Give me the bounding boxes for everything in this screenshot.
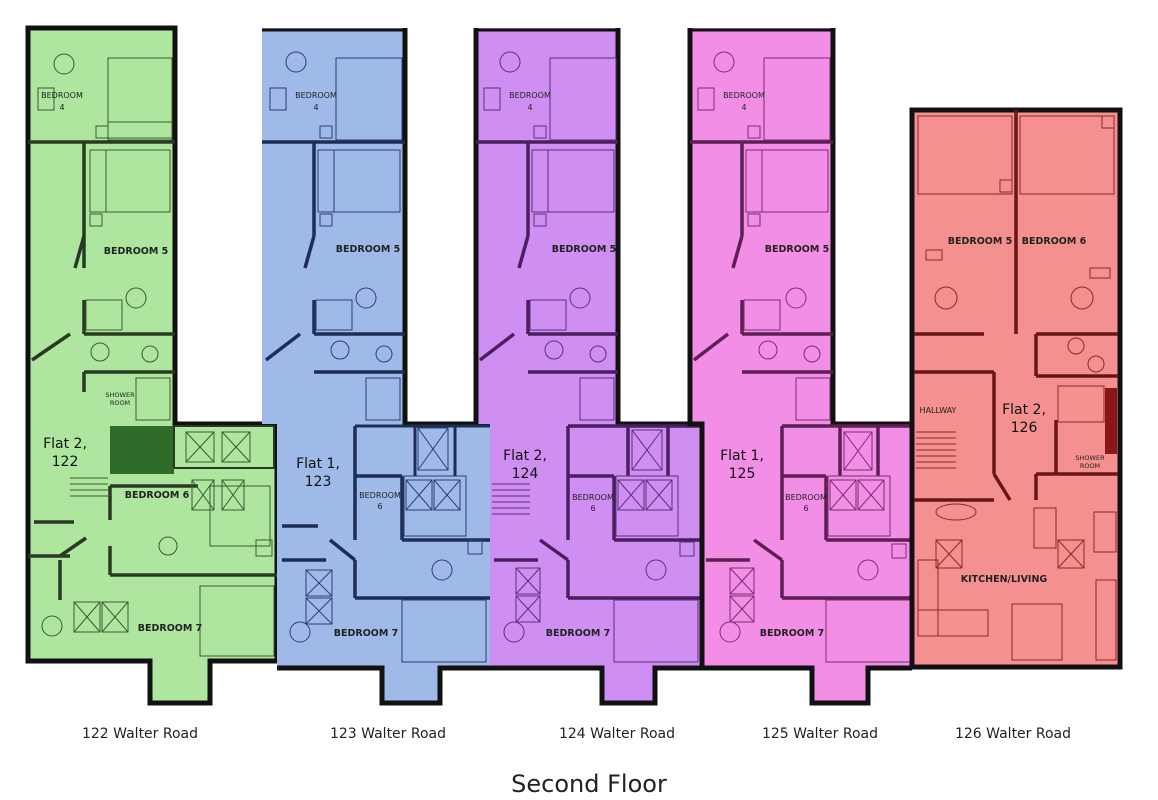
building-123-fill bbox=[262, 28, 490, 703]
building-122-bedroom5-label: BEDROOM 5 bbox=[104, 246, 168, 257]
building-122-skylight-strip bbox=[173, 425, 275, 469]
building-126-outline bbox=[909, 107, 1123, 670]
building-123-bedroom7-label: BEDROOM 7 bbox=[334, 628, 398, 639]
building-122-skylights bbox=[73, 431, 251, 633]
building-122-outline bbox=[25, 25, 280, 706]
address-125: 125 Walter Road bbox=[762, 726, 878, 742]
building-124-bedroom7-label: BEDROOM 7 bbox=[546, 628, 610, 639]
building-123-inner-frame bbox=[355, 424, 490, 476]
building-125-fill bbox=[690, 28, 912, 703]
building-124-skylights bbox=[515, 429, 673, 623]
building-122-bedroom6-label: BEDROOM 6 bbox=[125, 490, 190, 501]
building-123-outline bbox=[277, 28, 490, 706]
building-126-dark-strip bbox=[1105, 388, 1117, 454]
building-122-dark-void bbox=[110, 426, 174, 474]
building-122-bedroom7-label: BEDROOM 7 bbox=[138, 623, 202, 634]
building-126-kitchen-label: KITCHEN/LIVING bbox=[961, 574, 1048, 585]
building-126-furniture bbox=[917, 115, 1117, 661]
building-124-fill bbox=[476, 28, 700, 703]
building-122-walls bbox=[28, 140, 277, 600]
building-124-stairs bbox=[492, 483, 530, 515]
building-126-hallway-label: HALLWAY bbox=[920, 406, 957, 415]
building-124-outline bbox=[473, 28, 700, 706]
building-123-skylights bbox=[305, 427, 461, 625]
building-126: BEDROOM 5 BEDROOM 6 HALLWAY Flat 2,126 S… bbox=[909, 107, 1123, 670]
building-124-flat-label: Flat 2,124 bbox=[503, 448, 547, 482]
building-125-outline bbox=[687, 28, 912, 706]
building-122-stairs bbox=[70, 477, 108, 497]
building-125-flat-label: Flat 1,125 bbox=[720, 448, 764, 482]
building-123-bedroom5-label: BEDROOM 5 bbox=[336, 244, 400, 255]
building-126-bedroom5-label: BEDROOM 5 bbox=[948, 236, 1012, 247]
building-126-flat-label: Flat 2,126 bbox=[1002, 402, 1046, 436]
building-123-flat-label: Flat 1,123 bbox=[296, 456, 340, 490]
address-123: 123 Walter Road bbox=[330, 726, 446, 742]
building-122-furniture bbox=[37, 53, 275, 657]
building-123-furniture bbox=[269, 51, 487, 663]
address-124: 124 Walter Road bbox=[559, 726, 675, 742]
building-122-fill bbox=[28, 28, 277, 703]
address-126: 126 Walter Road bbox=[955, 726, 1071, 742]
building-126-skylights bbox=[935, 539, 1085, 569]
building-126-bedroom6-label: BEDROOM 6 bbox=[1022, 236, 1087, 247]
building-125-furniture bbox=[697, 51, 911, 663]
building-124-bedroom5-label: BEDROOM 5 bbox=[552, 244, 616, 255]
building-124-walls bbox=[476, 140, 700, 600]
building-126-walls bbox=[914, 110, 1118, 502]
page-title: Second Floor bbox=[511, 770, 667, 798]
building-125-bedroom5-label: BEDROOM 5 bbox=[765, 244, 829, 255]
building-126-stairs bbox=[916, 431, 956, 469]
building-125-bedroom7-label: BEDROOM 7 bbox=[760, 628, 824, 639]
building-126-fill bbox=[912, 110, 1120, 667]
building-122-flat-label: Flat 2,122 bbox=[43, 436, 87, 470]
building-124-furniture bbox=[483, 51, 699, 663]
building-125-skylights bbox=[729, 431, 885, 623]
address-122: 122 Walter Road bbox=[82, 726, 198, 742]
building-125-walls bbox=[690, 140, 912, 600]
